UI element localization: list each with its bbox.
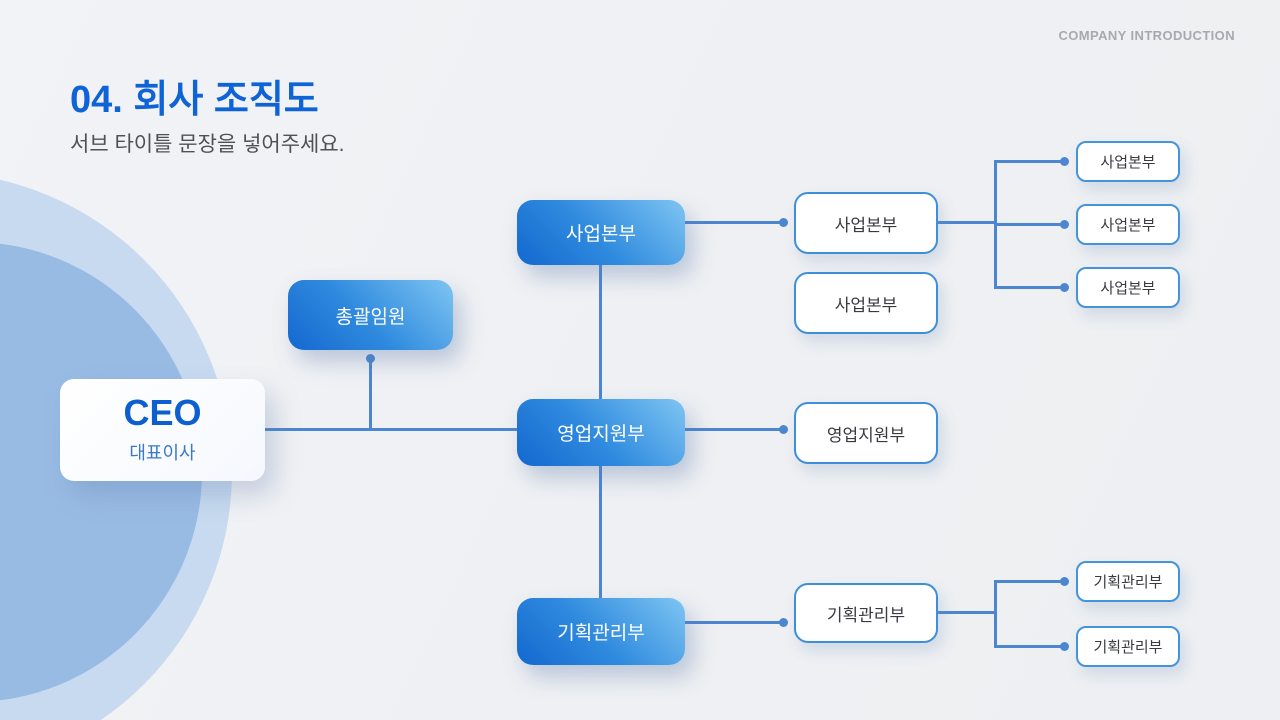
org-node-ceo: CEO 대표이사	[60, 379, 265, 481]
bracket-planning-branch-1	[996, 580, 1064, 583]
org-node-subteam-planning-1: 기획관리부	[1076, 561, 1180, 602]
bracket-planning-exit	[938, 611, 997, 614]
connector-sales-branch	[685, 428, 780, 431]
ceo-role: 대표이사	[129, 443, 196, 463]
connector-dot	[366, 354, 375, 363]
connector-ceo-to-dept	[265, 428, 517, 431]
bracket-business-exit	[938, 221, 997, 224]
org-node-team-business-1: 사업본부	[794, 192, 938, 254]
bracket-planning-vertical	[994, 580, 997, 648]
connector-dot	[779, 218, 788, 227]
page-title: 04. 회사 조직도	[70, 79, 319, 121]
bracket-business-branch-2	[996, 223, 1064, 226]
org-node-subteam-business-3: 사업본부	[1076, 267, 1180, 308]
org-node-subteam-business-2: 사업본부	[1076, 204, 1180, 245]
connector-planning-branch	[685, 621, 780, 624]
ceo-title: CEO	[123, 392, 202, 433]
org-node-subteam-business-1: 사업본부	[1076, 141, 1180, 182]
bracket-business-branch-1	[996, 160, 1064, 163]
connector-dot	[779, 618, 788, 627]
org-node-team-business-2: 사업본부	[794, 272, 938, 334]
connector-dot	[779, 425, 788, 434]
connector-dept-vertical-lower	[599, 465, 602, 599]
org-node-dept-planning: 기획관리부	[517, 598, 685, 665]
connector-dot	[1060, 157, 1069, 166]
org-node-subteam-planning-2: 기획관리부	[1076, 626, 1180, 667]
connector-dot	[1060, 283, 1069, 292]
org-node-executive: 총괄임원	[288, 280, 453, 350]
connector-dot	[1060, 220, 1069, 229]
page-subtitle: 서브 타이틀 문장을 넣어주세요.	[70, 133, 345, 156]
connector-dot	[1060, 577, 1069, 586]
bracket-planning-branch-2	[996, 645, 1064, 648]
org-node-team-sales-support: 영업지원부	[794, 402, 938, 464]
connector-business-branch	[685, 221, 780, 224]
org-node-dept-business: 사업본부	[517, 200, 685, 265]
connector-dept-vertical-upper	[599, 264, 602, 400]
connector-dot	[1060, 642, 1069, 651]
org-node-dept-sales-support: 영업지원부	[517, 399, 685, 466]
bracket-business-branch-3	[996, 286, 1064, 289]
bracket-business-vertical	[994, 160, 997, 289]
connector-executive-vertical	[369, 356, 372, 430]
org-node-team-planning: 기획관리부	[794, 583, 938, 643]
company-introduction-label: COMPANY INTRODUCTION	[1058, 28, 1235, 43]
